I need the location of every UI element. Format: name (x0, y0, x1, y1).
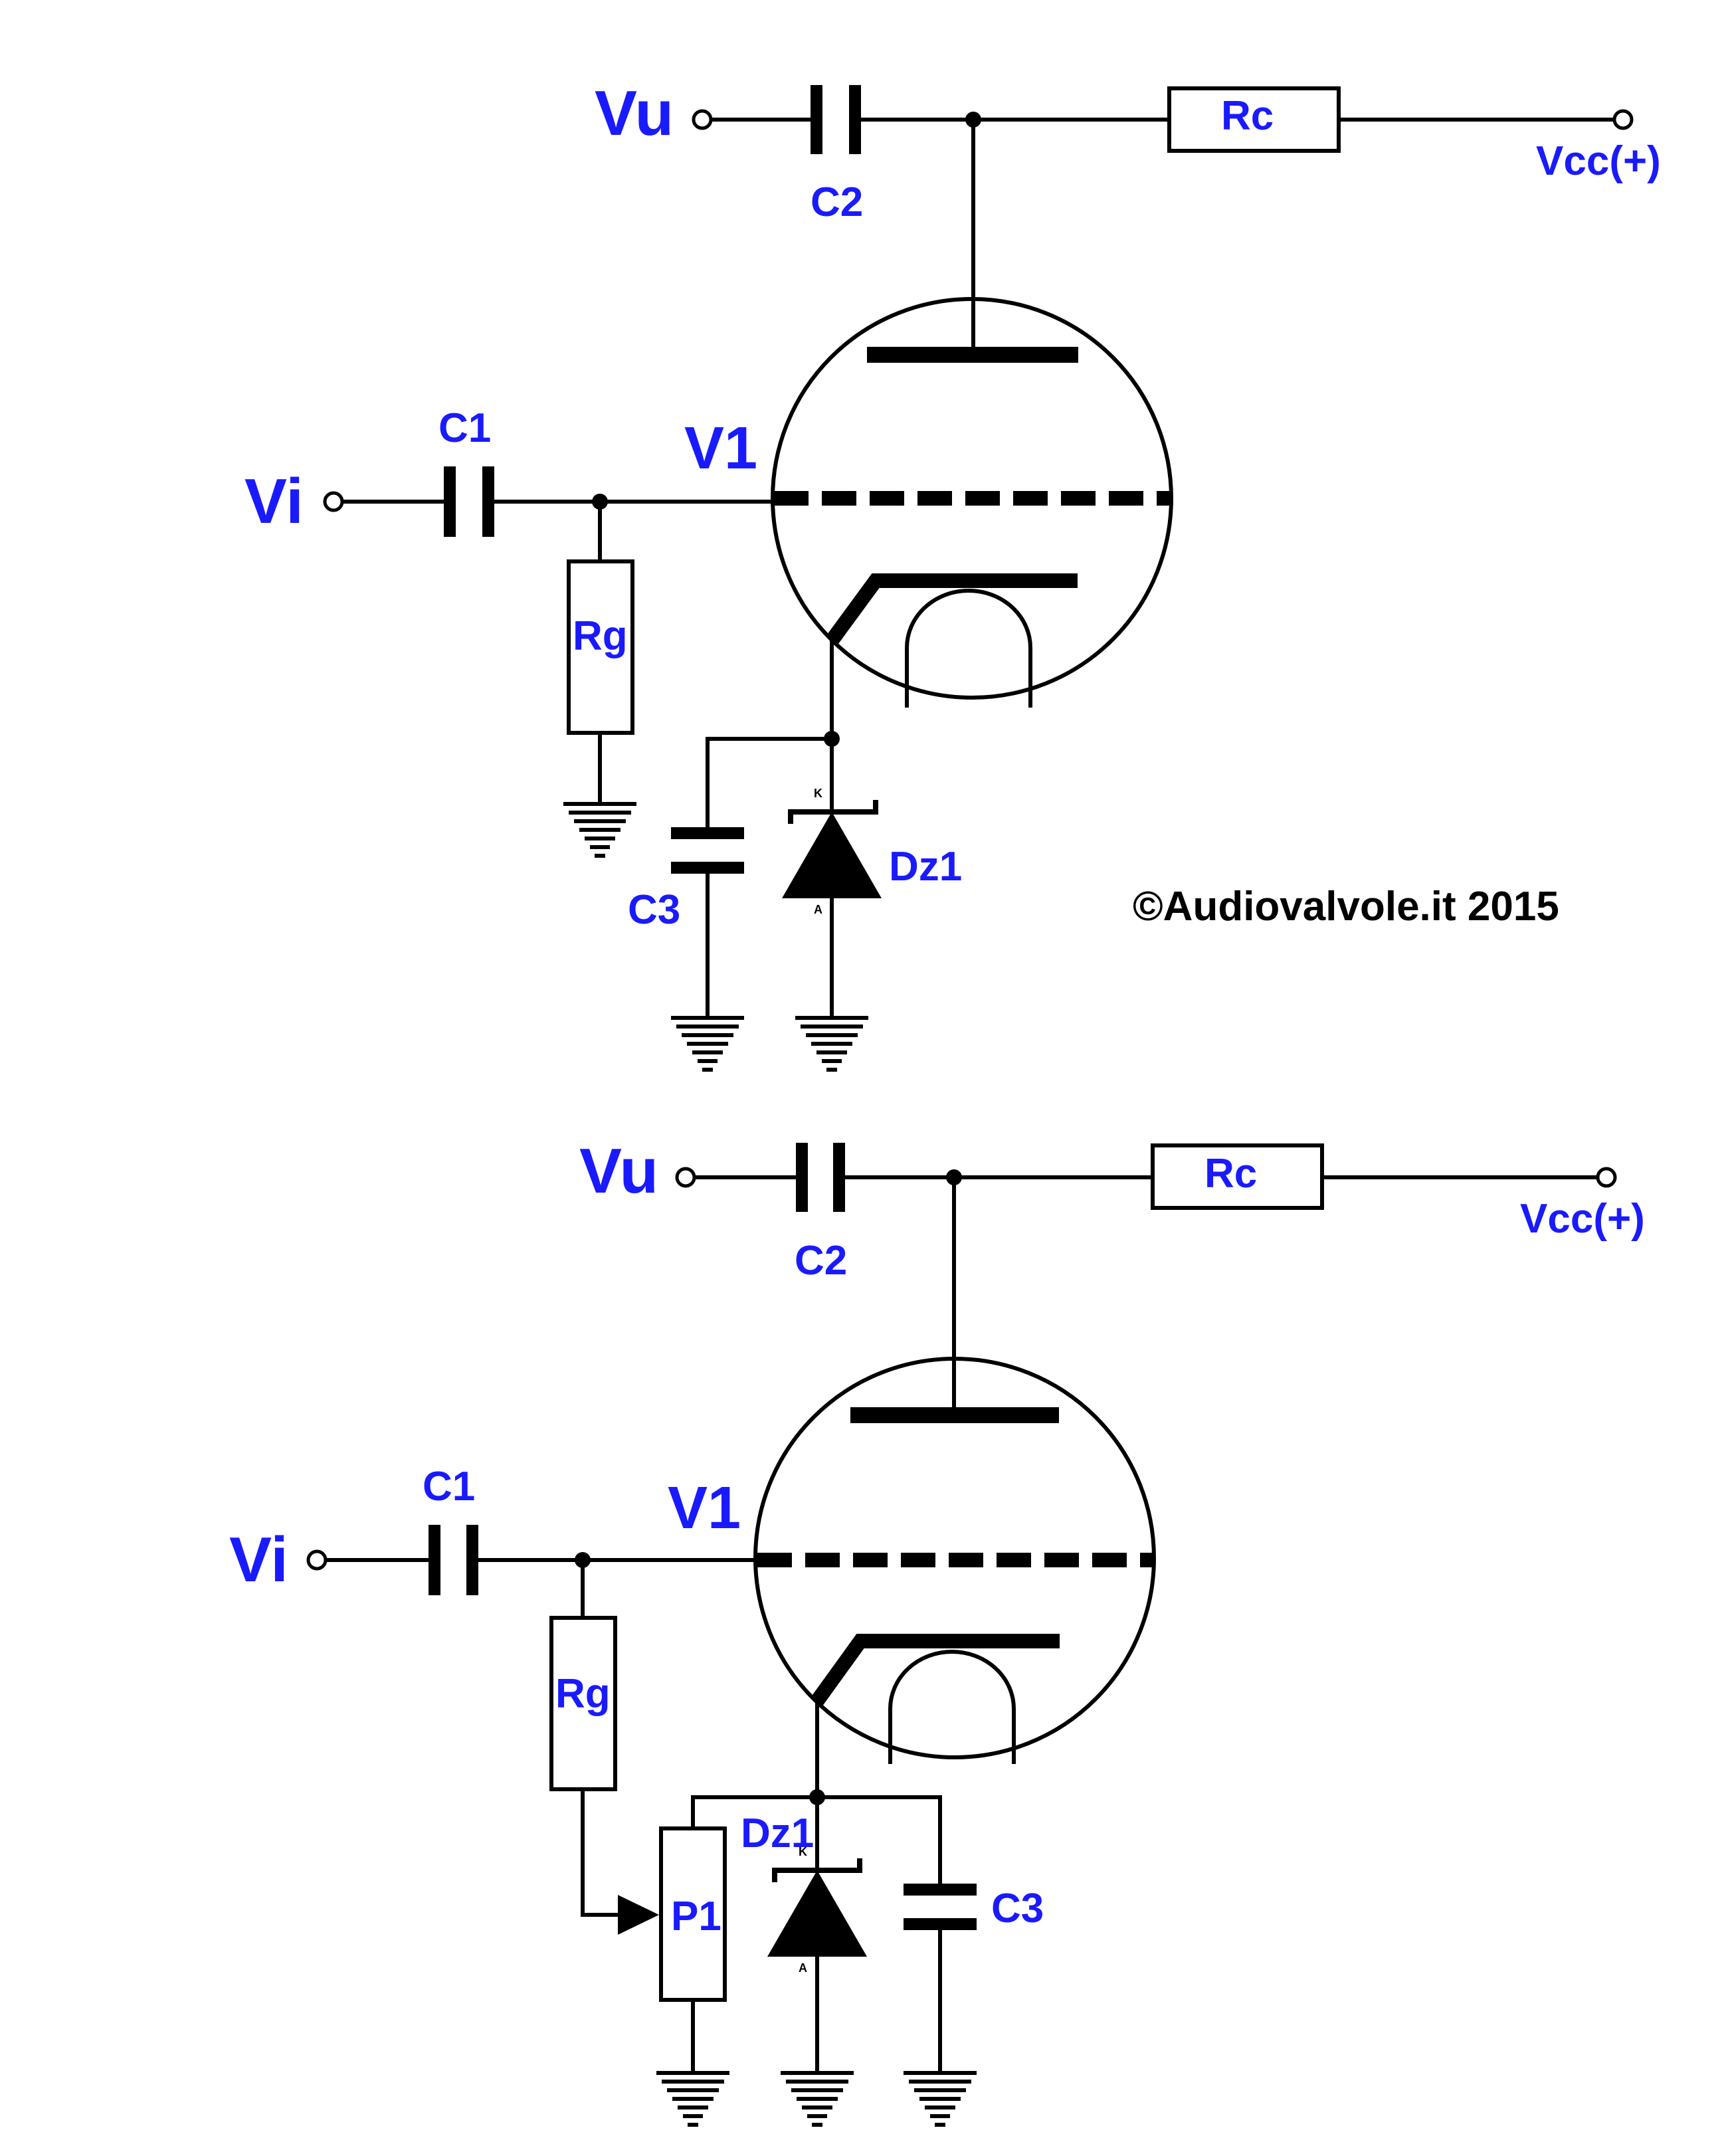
capacitor-c1 (444, 466, 494, 537)
label-vi: Vi (244, 466, 304, 537)
capacitor-c1 (429, 1525, 478, 1595)
label-c3: C3 (991, 1886, 1044, 1931)
capacitor-c3 (671, 827, 744, 874)
ground-symbol (563, 802, 636, 858)
label-vi: Vi (229, 1524, 288, 1595)
ground-symbol (656, 2071, 729, 2127)
anode-plate (867, 347, 1078, 363)
circuit-1: Vu C2 Rc Vcc(+) C1 V1 Vi Rg C3 Dz1 K A (244, 78, 1661, 1072)
triode-v1 (771, 297, 1173, 708)
label-dz1: Dz1 (889, 844, 962, 890)
vi-terminal[interactable] (306, 1549, 328, 1571)
vu-terminal[interactable] (692, 109, 713, 130)
label-c3: C3 (628, 887, 680, 933)
zener-diode-dz1 (782, 800, 882, 898)
vu-terminal[interactable] (675, 1167, 696, 1188)
label-rc: Rc (1204, 1151, 1257, 1197)
label-rg: Rg (573, 613, 628, 659)
capacitor-c3 (904, 1884, 977, 1930)
wiper-arrow (618, 1895, 659, 1935)
label-c2: C2 (795, 1238, 847, 1284)
label-p1: P1 (671, 1894, 721, 1939)
circuit-2: Vu C2 Rc Vcc(+) C1 V1 Vi Rg P1 Dz1 C3 K … (229, 1135, 1645, 2127)
label-cathode-k: K (814, 787, 822, 800)
vcc-terminal[interactable] (1612, 109, 1634, 130)
copyright-notice: ©Audiovalvole.it 2015 (1133, 884, 1559, 930)
vcc-terminal[interactable] (1596, 1167, 1617, 1188)
ground-symbol (795, 1016, 868, 1072)
label-anode-a: A (799, 1961, 807, 1975)
zener-diode-dz1 (767, 1858, 867, 1957)
cathode (811, 1634, 1060, 1706)
label-rc: Rc (1221, 93, 1274, 139)
heater (905, 589, 1032, 708)
label-vu: Vu (579, 1135, 658, 1207)
label-dz1: Dz1 (741, 1811, 814, 1856)
resistor-rg (567, 559, 634, 735)
label-c2: C2 (811, 179, 863, 225)
cathode (826, 573, 1078, 645)
label-rg: Rg (555, 1671, 611, 1717)
label-c1: C1 (423, 1464, 475, 1510)
label-vcc: Vcc(+) (1536, 138, 1661, 184)
label-cathode-k: K (799, 1845, 807, 1858)
vi-terminal[interactable] (323, 491, 344, 512)
label-vu: Vu (595, 78, 674, 149)
ground-symbol (781, 2071, 854, 2127)
ground-symbol (904, 2071, 977, 2127)
anode-plate (850, 1407, 1059, 1423)
resistor-rc (1151, 1143, 1324, 1210)
capacitor-c2 (811, 85, 861, 154)
ground-symbol (671, 1016, 744, 1072)
heater (888, 1650, 1016, 1764)
label-c1: C1 (438, 405, 491, 451)
label-vcc: Vcc(+) (1520, 1196, 1645, 1242)
label-v1: V1 (684, 415, 757, 482)
label-anode-a: A (814, 903, 822, 916)
resistor-rc (1167, 86, 1341, 153)
label-v1: V1 (668, 1475, 741, 1541)
resistor-rg (549, 1616, 617, 1791)
capacitor-c2 (796, 1143, 845, 1212)
